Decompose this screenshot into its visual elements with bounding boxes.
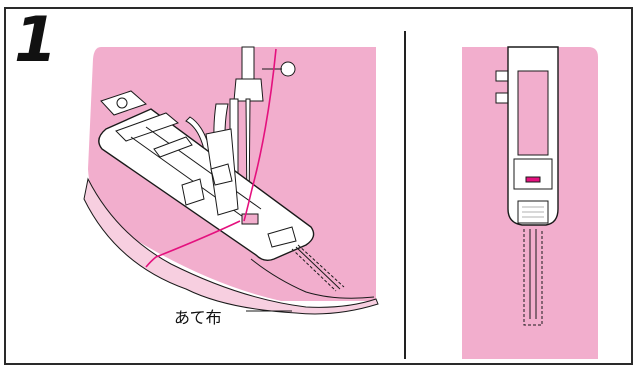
step-number: 1 [14, 3, 58, 76]
stitch-line [291, 248, 337, 292]
backing-cloth-label: あて布 [174, 308, 222, 327]
needle-window [241, 213, 259, 225]
buttonhole-foot-top-view-illustration [462, 46, 598, 359]
buttonhole-foot-plate [98, 108, 315, 262]
backing-cloth [83, 177, 379, 315]
instruction-frame: 1 [4, 7, 633, 365]
needle-marker [525, 176, 541, 183]
button-icon [116, 97, 128, 109]
thread [243, 48, 277, 222]
buttonhole-foot-perspective-illustration [83, 46, 379, 315]
needle-clamp-screw-icon [280, 61, 296, 77]
stitch-guide-outline [523, 229, 543, 326]
panel-divider [404, 31, 406, 359]
